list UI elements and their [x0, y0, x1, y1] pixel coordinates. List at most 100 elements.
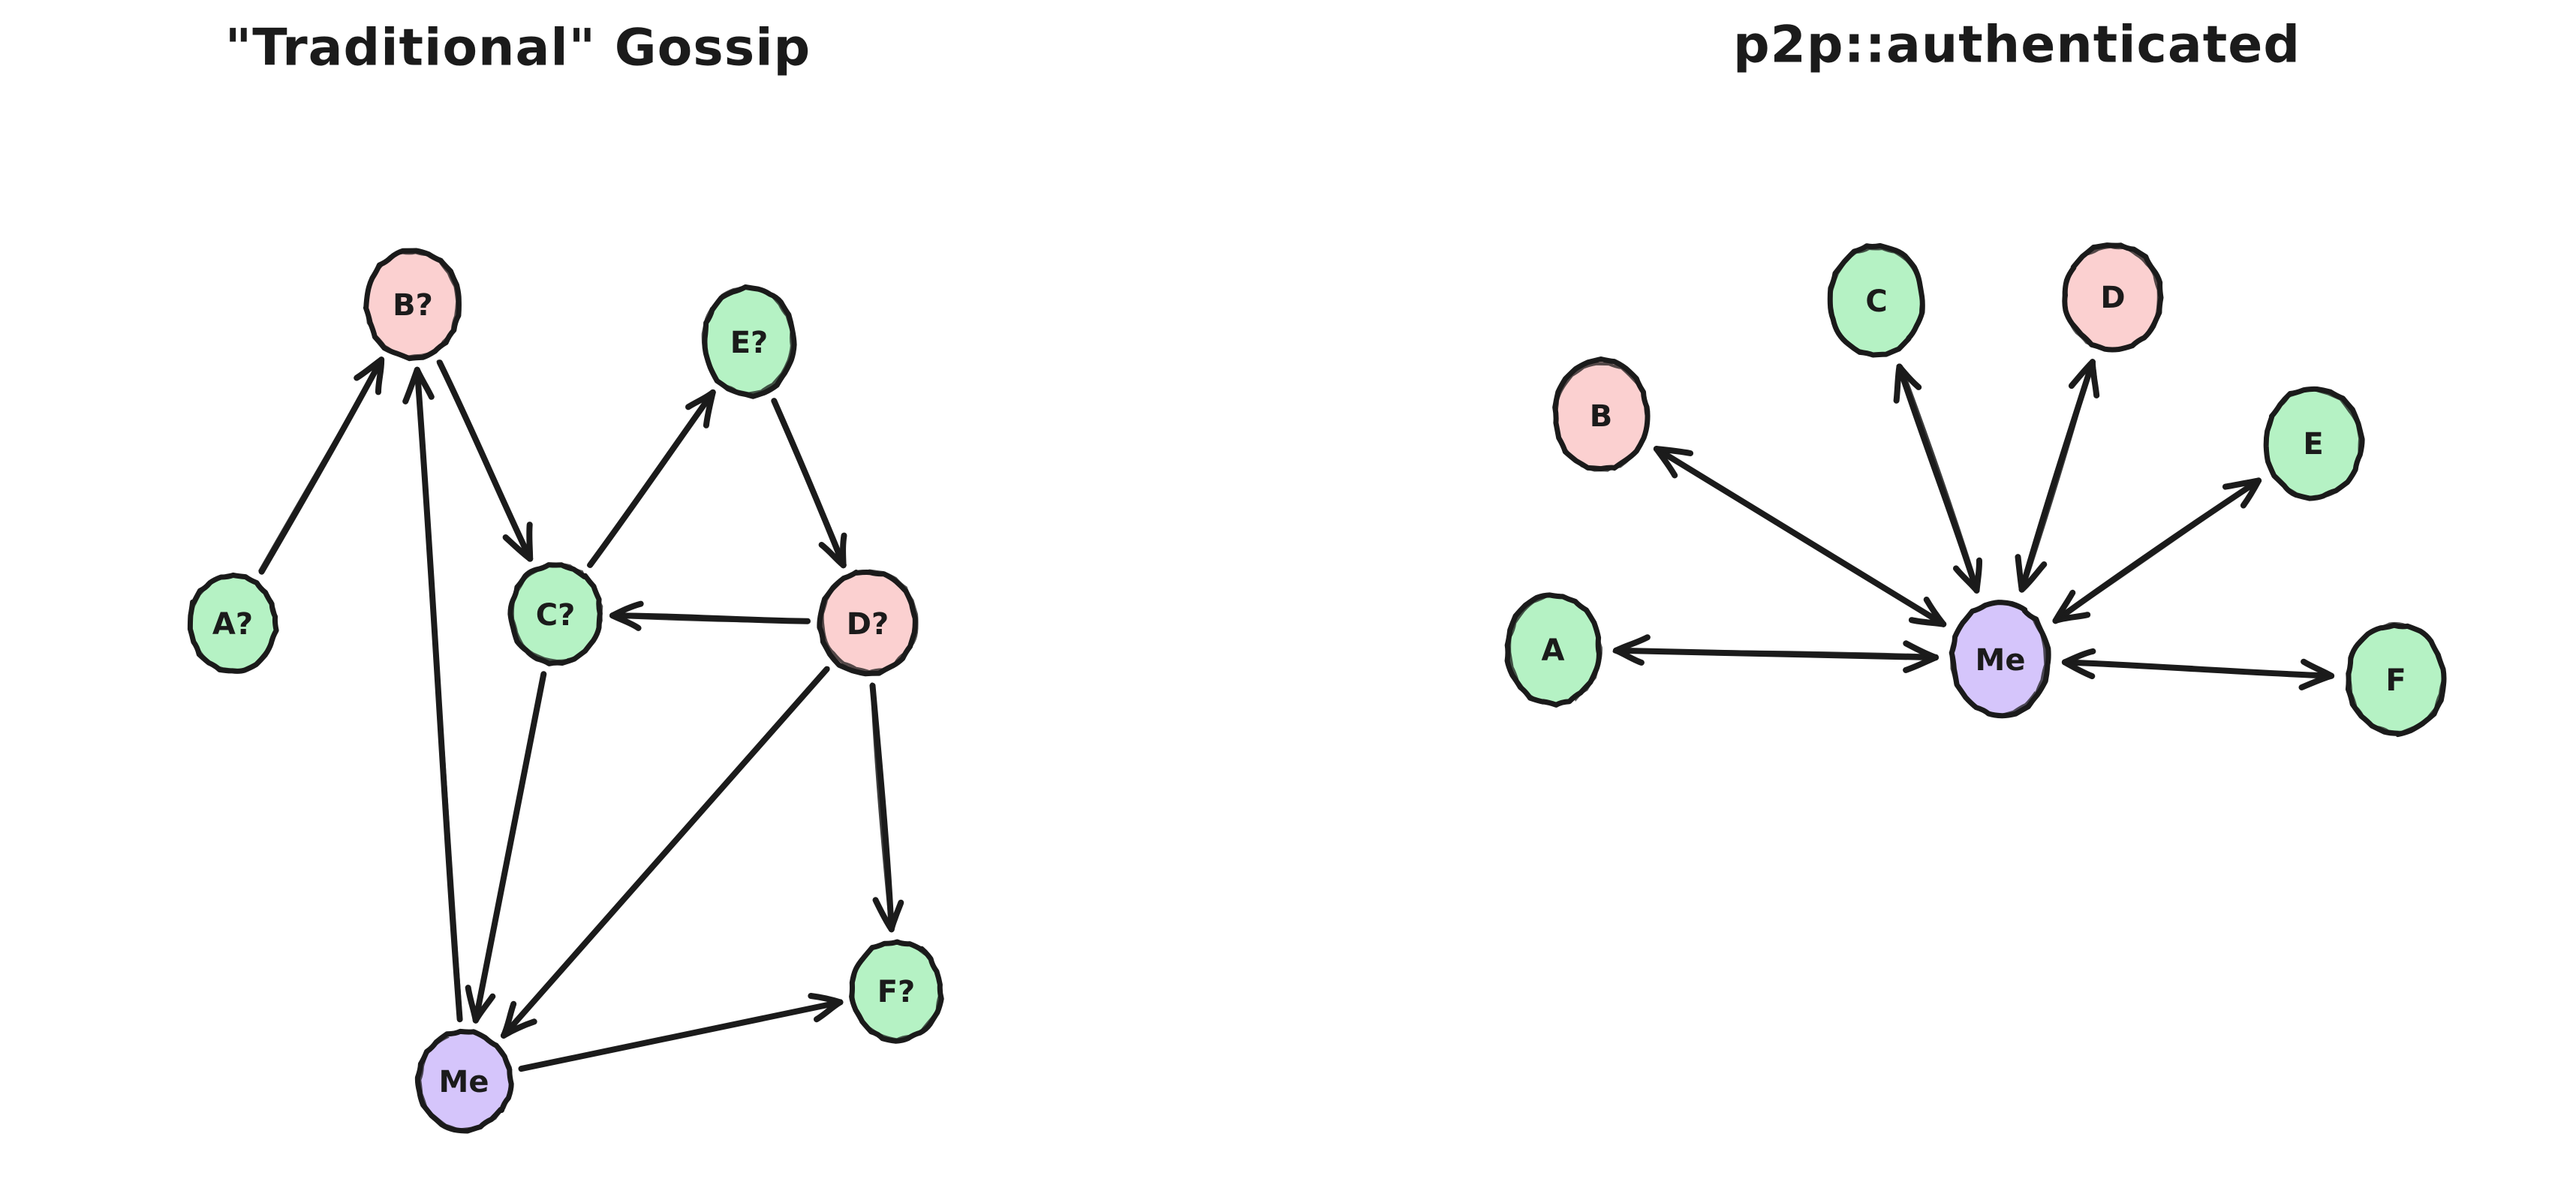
edge-traditional-gossip-E-to-D [771, 398, 847, 569]
node-outline-echo [820, 569, 919, 674]
arrowhead-target-echo [691, 390, 715, 406]
arrowhead-target-echo [2072, 359, 2095, 385]
edge-shaft-echo [2064, 661, 2332, 677]
edge-shaft-echo [519, 999, 843, 1072]
node-traditional-gossip-E[interactable]: E? [701, 284, 797, 399]
arrowhead-source-echo [1928, 603, 1946, 627]
node-outline-echo [2062, 245, 2160, 352]
node-label: Me [1976, 643, 2026, 678]
edge-shaft-echo [258, 357, 384, 573]
edge-group-p2p-authenticated [1612, 359, 2335, 690]
node-p2p-authenticated-B[interactable]: B [1552, 356, 1651, 472]
node-label: C [1865, 284, 1887, 319]
node-p2p-authenticated-C[interactable]: C [1827, 242, 1925, 358]
edge-shaft-echo [586, 389, 716, 567]
node-body[interactable] [817, 570, 918, 677]
node-p2p-authenticated-Me[interactable]: Me [1949, 600, 2051, 719]
edge-group-traditional-gossip [258, 356, 904, 1072]
node-outline-echo [1553, 362, 1649, 472]
edge-p2p-authenticated-Me-to-E [2052, 477, 2262, 624]
arrowhead-target-echo [1895, 365, 1901, 395]
edge-traditional-gossip-C-to-E [586, 389, 716, 568]
edge-traditional-gossip-D-to-F [869, 682, 904, 933]
arrowhead-target-echo [812, 994, 842, 1004]
edge-p2p-authenticated-Me-to-F [2061, 648, 2335, 690]
node-label: B? [393, 288, 433, 323]
arrowhead-target-echo [474, 997, 493, 1023]
edge-p2p-authenticated-Me-to-A [1612, 634, 1939, 673]
node-traditional-gossip-D[interactable]: D? [817, 569, 919, 677]
arrowhead-source-echo [2054, 614, 2084, 623]
node-traditional-gossip-Me[interactable]: Me [414, 1028, 514, 1134]
arrowhead-target-echo [501, 1023, 528, 1038]
node-label: C? [536, 598, 576, 633]
edge-p2p-authenticated-Me-to-C [1893, 363, 1983, 594]
node-outline-echo [418, 1030, 513, 1132]
arrowhead-target-echo [1654, 447, 1672, 470]
arrowhead-target-echo [528, 532, 532, 561]
edge-shaft-echo [2053, 479, 2262, 623]
panel-title-p2p-authenticated: p2p::authenticated [1733, 16, 2301, 75]
node-p2p-authenticated-E[interactable]: E [2263, 386, 2365, 501]
edge-shaft-echo [772, 398, 847, 567]
node-traditional-gossip-B[interactable]: B? [363, 248, 462, 362]
node-outline-echo [701, 284, 793, 395]
arrowhead-target-echo [357, 357, 384, 378]
edge-shaft-echo [609, 614, 810, 623]
arrowhead-target-echo [610, 613, 638, 629]
node-p2p-authenticated-A[interactable]: A [1504, 592, 1602, 708]
edge-shaft [1896, 363, 1980, 594]
node-label: B [1590, 399, 1613, 434]
node-label: D? [847, 607, 889, 642]
node-group-p2p-authenticated: B C D E A F Me [1504, 242, 2447, 738]
node-label: F [2385, 663, 2406, 698]
arrowhead-source-echo [1975, 562, 1982, 593]
arrowhead-target-echo [2234, 478, 2261, 487]
arrowhead-target-echo [1614, 648, 1642, 663]
node-label: Me [439, 1065, 489, 1099]
node-outline-echo [1949, 600, 2048, 717]
edge-shaft-echo [1654, 447, 1944, 626]
edge-shaft-echo [474, 672, 545, 1021]
node-outline-echo [1828, 246, 1924, 357]
arrowhead-source-echo [2020, 570, 2039, 592]
node-outline-echo [1508, 593, 1602, 705]
arrowhead-target-echo [2306, 662, 2334, 678]
edge-shaft-echo [870, 682, 893, 932]
node-p2p-authenticated-F[interactable]: F [2345, 621, 2447, 738]
node-label: A [1542, 633, 1565, 668]
edge-traditional-gossip-Me-to-F [518, 993, 844, 1072]
node-p2p-authenticated-D[interactable]: D [2062, 242, 2164, 353]
titles-layer: "Traditional" Gossip p2p::authenticated [225, 16, 2301, 78]
edge-shaft-echo [1612, 649, 1939, 658]
edge-shaft-echo [436, 359, 533, 561]
edge-traditional-gossip-D-to-C [609, 600, 811, 631]
node-traditional-gossip-C[interactable]: C? [507, 562, 603, 666]
node-outline-echo [850, 940, 942, 1042]
edges-layer [258, 356, 2335, 1072]
edge-shaft-echo [502, 666, 830, 1036]
edge-traditional-gossip-A-to-B [258, 356, 385, 575]
node-outline-echo [189, 573, 278, 673]
node-label: E? [730, 326, 769, 360]
edge-shaft-echo [1898, 364, 1980, 591]
node-traditional-gossip-F[interactable]: F? [849, 939, 944, 1044]
arrowhead-target-echo [889, 904, 902, 931]
node-label: A? [212, 607, 253, 642]
panel-title-traditional-gossip: "Traditional" Gossip [225, 19, 811, 78]
arrowhead-source-echo [2063, 660, 2090, 676]
nodes-layer: B? E? A? C? D? F? Me B C D E A F Me [187, 242, 2447, 1134]
node-group-traditional-gossip: B? E? A? C? D? F? Me [187, 248, 944, 1134]
node-label: E [2303, 427, 2323, 462]
node-outline-echo [2347, 621, 2445, 734]
edge-p2p-authenticated-Me-to-D [2015, 359, 2100, 593]
node-outline-echo [2263, 388, 2362, 499]
arrowhead-source-echo [1912, 645, 1938, 660]
node-traditional-gossip-A[interactable]: A? [187, 572, 279, 674]
edge-traditional-gossip-D-to-Me [501, 666, 830, 1039]
edge-traditional-gossip-B-to-C [436, 359, 534, 562]
arrowhead-target-echo [407, 368, 420, 395]
arrowhead-target-echo [841, 541, 846, 567]
node-label: F? [877, 975, 916, 1009]
